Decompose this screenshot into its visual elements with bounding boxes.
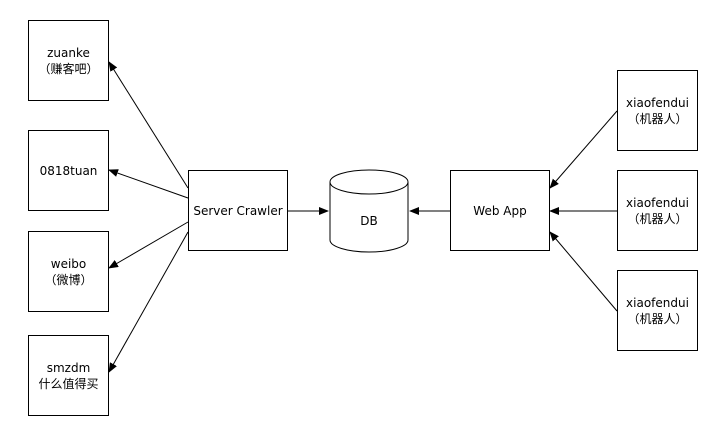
bot-box-2: xiaofendui （机器人） (617, 170, 698, 251)
bot-box-3: xiaofendui （机器人） (617, 270, 698, 351)
server-crawler-label: Server Crawler (193, 203, 283, 218)
source-box-zuanke: zuanke （赚客吧） (28, 20, 109, 101)
bot-label: xiaofendui (626, 195, 689, 210)
database-label: DB (360, 214, 378, 228)
bot-sublabel: （机器人） (627, 111, 688, 126)
bot-box-1: xiaofendui （机器人） (617, 70, 698, 151)
bot-label: xiaofendui (626, 95, 689, 110)
bot-sublabel: （机器人） (627, 311, 688, 326)
arrow-crawler-to-zuanke (108, 61, 189, 189)
database-cylinder (329, 169, 409, 253)
arrow-crawler-to-weibo (108, 221, 189, 269)
source-box-0818tuan: 0818tuan (28, 130, 109, 211)
bot-sublabel: （机器人） (627, 211, 688, 226)
source-sublabel: 什么值得买 (38, 376, 99, 391)
arrow-crawler-to-0818tuan (108, 169, 189, 199)
source-box-smzdm: smzdm 什么值得买 (28, 335, 109, 416)
source-label: 0818tuan (39, 163, 98, 178)
source-label: weibo (50, 256, 87, 271)
source-box-weibo: weibo （微博） (28, 231, 109, 312)
arrow-bot3-to-webapp (549, 231, 618, 312)
web-app-label: Web App (473, 203, 527, 218)
server-crawler-box: Server Crawler (188, 170, 288, 251)
bot-label: xiaofendui (626, 295, 689, 310)
arrow-crawler-to-smzdm (108, 231, 189, 373)
source-sublabel: （微博） (44, 272, 93, 287)
source-sublabel: （赚客吧） (38, 61, 99, 76)
web-app-box: Web App (450, 170, 550, 251)
source-label: zuanke (47, 45, 90, 60)
source-label: smzdm (46, 360, 91, 375)
arrow-bot1-to-webapp (549, 110, 618, 189)
